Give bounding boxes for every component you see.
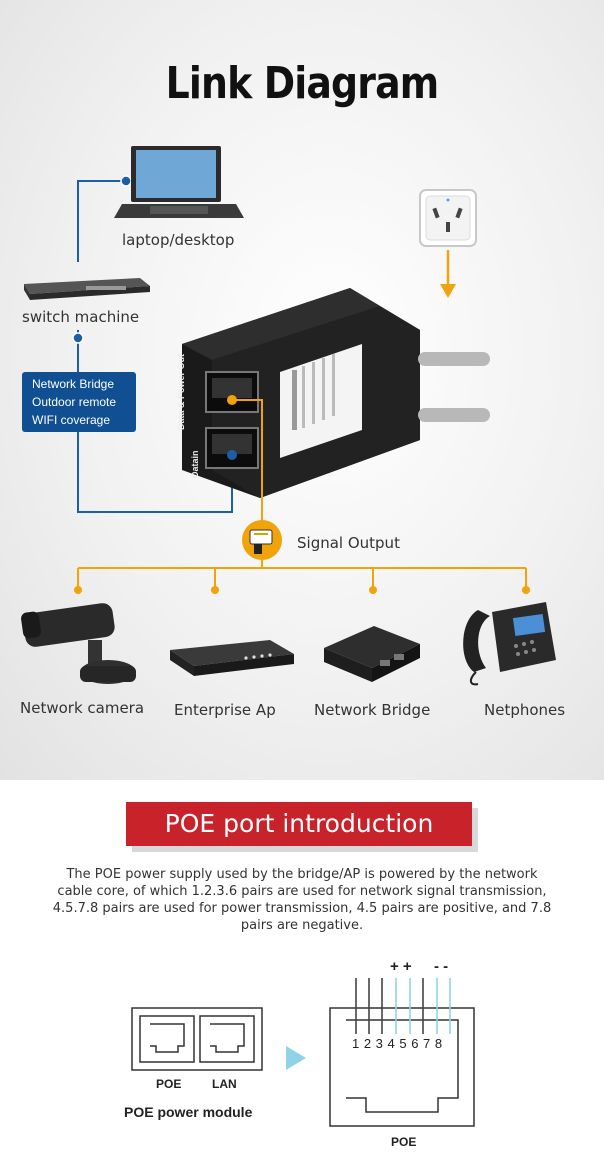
orange-branch-dots xyxy=(74,586,530,594)
bridge-box-line-3: WIFI coverage xyxy=(32,413,111,427)
power-arrow xyxy=(440,250,456,298)
network-bridge-label: Network Bridge xyxy=(314,701,431,719)
network-bridge-icon xyxy=(324,626,420,682)
network-camera-label: Network camera xyxy=(20,699,145,717)
module-caption: POE power module xyxy=(124,1104,253,1120)
enterprise-ap-label: Enterprise Ap xyxy=(174,701,276,719)
port-power-out-label: Data & Power Out xyxy=(176,353,186,430)
switch-label: switch machine xyxy=(22,308,140,326)
laptop-connector-dot xyxy=(120,175,132,187)
pin-plus-label: + + xyxy=(390,958,412,975)
pin-numbers: 1 2 3 4 5 6 7 8 xyxy=(352,1036,443,1051)
netphone-icon xyxy=(463,602,556,686)
enterprise-ap-icon xyxy=(170,640,294,676)
bridge-box-line-2: Outdoor remote xyxy=(32,395,117,409)
pinout-caption: POE xyxy=(391,1135,417,1149)
laptop-icon xyxy=(114,146,244,218)
orange-power-lines xyxy=(77,399,527,588)
poe-injector-icon xyxy=(182,288,490,498)
pin-wires xyxy=(355,978,451,1034)
signal-output-label: Signal Output xyxy=(297,534,400,552)
poe-module-diagram xyxy=(131,1007,263,1071)
laptop-label: laptop/desktop xyxy=(122,231,235,249)
rj45-pinout-diagram xyxy=(329,1007,475,1127)
network-bridge-info-box: Network Bridge Outdoor remote WIFI cover… xyxy=(22,372,136,432)
poe-port-banner: POE port introduction xyxy=(126,802,472,846)
module-poe-label: POE xyxy=(156,1077,182,1091)
network-camera-icon xyxy=(21,603,136,684)
power-outlet-icon xyxy=(419,189,477,247)
switch-connector-dot xyxy=(72,332,84,344)
switch-icon xyxy=(24,278,150,300)
module-lan-label: LAN xyxy=(212,1077,237,1091)
port-datain-label: Datain xyxy=(190,450,200,478)
port-datain-dot xyxy=(227,450,237,460)
ethernet-cable-icon xyxy=(242,520,282,560)
pin-minus-label: - - xyxy=(434,958,449,975)
poe-description: The POE power supply used by the bridge/… xyxy=(52,867,552,933)
diagram-title: Link Diagram xyxy=(165,58,440,109)
arrow-right-icon xyxy=(286,1046,306,1070)
bridge-box-line-1: Network Bridge xyxy=(32,377,115,391)
netphones-label: Netphones xyxy=(484,701,566,719)
